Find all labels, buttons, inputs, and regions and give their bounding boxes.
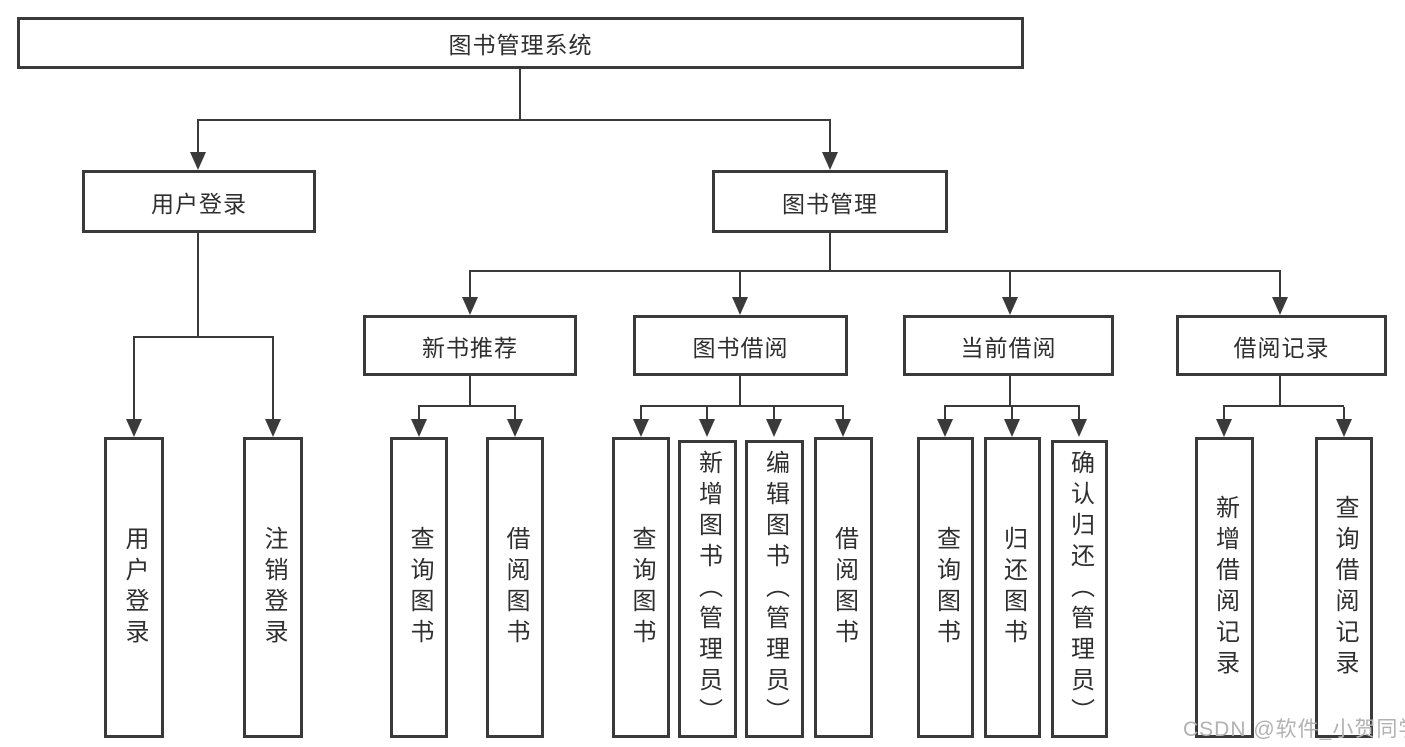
leaf-borrow-books-recommend: 借阅图书 [486,437,544,738]
conn-root-bar [197,119,831,121]
conn-records-drop-1 [1223,407,1225,422]
leaf-borrow-books-borrow: 借阅图书 [814,437,873,738]
conn-current-stem [1009,376,1011,406]
conn-root-stem [519,69,521,120]
conn-root-drop-left [197,121,199,155]
conn-borrow-arrow-1 [633,419,649,437]
conn-current-drop-1 [944,407,946,422]
conn-current-arrow-3 [1071,419,1087,437]
leaf-add-borrow-record: 新增借阅记录 [1195,437,1254,738]
conn-newbooks-arrow-2 [507,419,523,437]
conn-borrow-drop-4 [842,407,844,422]
conn-bookmgmt-bar [469,270,1281,272]
leaf-logout: 注销登录 [243,437,303,738]
leaf-query-books-borrow: 查询图书 [612,437,670,738]
conn-current-bar [944,405,1080,407]
leaf-return-books: 归还图书 [984,437,1041,738]
conn-userlogin-arrow-1 [126,419,142,437]
conn-userlogin-drop-2 [272,338,274,422]
leaf-query-books-current: 查询图书 [917,437,974,738]
leaf-add-books-admin: 新增图书（管理员） [678,440,737,738]
conn-records-bar [1223,405,1344,407]
conn-current-arrow-1 [937,419,953,437]
conn-newbooks-drop-1 [418,407,420,422]
node-book-management: 图书管理 [712,170,948,233]
leaf-confirm-return-admin: 确认归还（管理员） [1051,440,1108,738]
leaf-edit-books-admin: 编辑图书（管理员） [745,440,804,738]
conn-root-arrow-left [190,152,206,170]
conn-borrow-drop-3 [773,407,775,422]
conn-bookmgmt-arrow-4 [1272,297,1288,315]
conn-userlogin-drop-1 [133,338,135,422]
conn-userlogin-stem [197,233,199,337]
conn-borrow-bar [640,405,844,407]
conn-bookmgmt-arrow-3 [1002,297,1018,315]
conn-records-drop-2 [1343,407,1345,422]
node-borrowing-records: 借阅记录 [1176,315,1387,376]
csdn-watermark: CSDN @软件_小贺同学 [1183,718,1405,741]
node-book-borrowing: 图书借阅 [633,315,848,376]
conn-newbooks-bar [418,405,516,407]
conn-borrow-arrow-3 [766,419,782,437]
node-user-login: 用户登录 [82,170,316,233]
conn-bookmgmt-drop-4 [1279,272,1281,300]
conn-records-arrow-1 [1216,419,1232,437]
conn-borrow-drop-1 [640,407,642,422]
conn-newbooks-stem [469,376,471,406]
conn-borrow-stem [739,376,741,406]
conn-newbooks-drop-2 [514,407,516,422]
conn-bookmgmt-arrow-1 [462,297,478,315]
conn-newbooks-arrow-1 [411,419,427,437]
conn-current-arrow-2 [1004,419,1020,437]
conn-borrow-arrow-4 [835,419,851,437]
conn-bookmgmt-drop-1 [469,272,471,300]
conn-bookmgmt-drop-3 [1009,272,1011,300]
leaf-query-books-recommend: 查询图书 [390,437,448,738]
conn-userlogin-bar [133,336,274,338]
conn-bookmgmt-stem [829,233,831,271]
leaf-user-login: 用户登录 [104,437,164,738]
conn-current-drop-2 [1011,407,1013,422]
conn-root-arrow-right [822,152,838,170]
conn-root-drop-right [829,121,831,155]
leaf-query-borrow-record: 查询借阅记录 [1315,437,1373,738]
conn-records-stem [1279,376,1281,406]
conn-current-drop-3 [1078,407,1080,422]
conn-records-arrow-2 [1336,419,1352,437]
conn-bookmgmt-drop-2 [739,272,741,300]
node-current-borrowing: 当前借阅 [903,315,1114,376]
conn-userlogin-arrow-2 [265,419,281,437]
conn-bookmgmt-arrow-2 [732,297,748,315]
conn-borrow-drop-2 [706,407,708,422]
node-new-book-recommend: 新书推荐 [363,315,577,376]
conn-borrow-arrow-2 [699,419,715,437]
node-library-system: 图书管理系统 [17,17,1024,69]
